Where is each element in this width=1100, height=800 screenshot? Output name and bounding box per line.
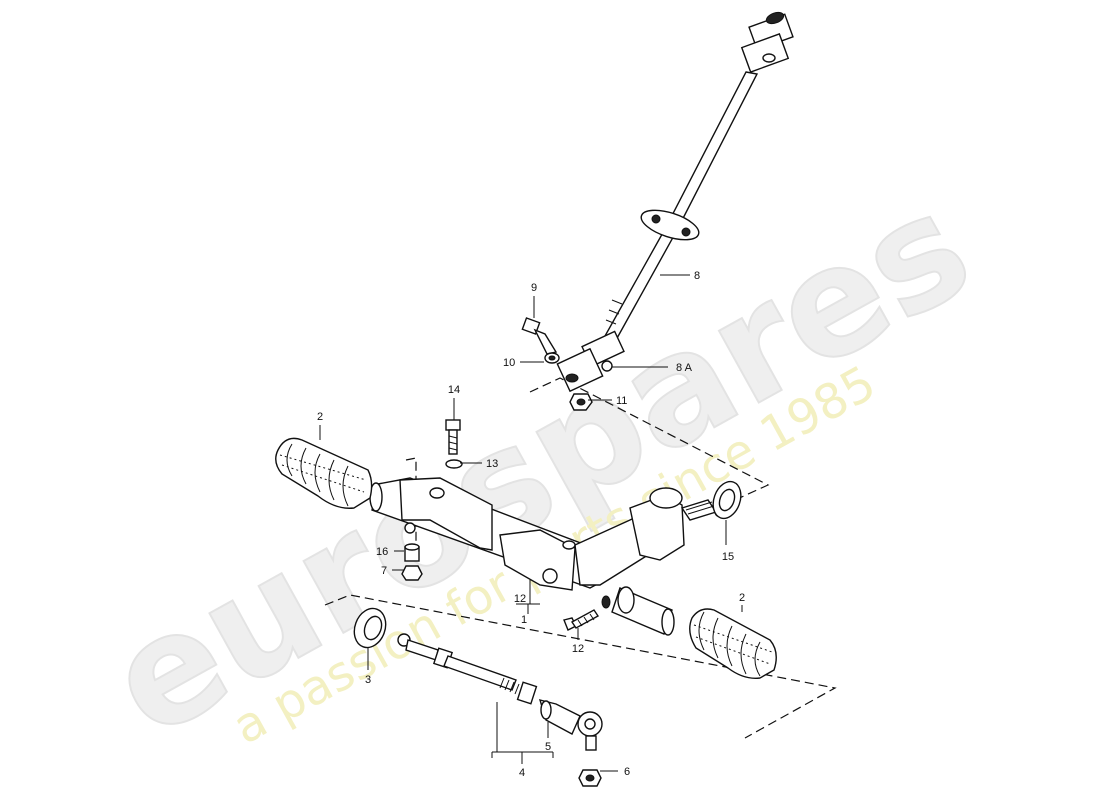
tie-rod: [397, 633, 603, 787]
callout-6: 6: [624, 766, 630, 778]
watermark: eurospares a passion for parts since 198…: [82, 158, 998, 772]
callout-16: 16: [376, 546, 388, 558]
bolt-12: [563, 609, 600, 631]
seal-3: [353, 607, 387, 649]
callout-2-left: 2: [317, 411, 323, 423]
leader-lines: [319, 274, 743, 772]
steering-rack: [369, 477, 723, 636]
callout-11: 11: [616, 395, 627, 407]
callout-8a: 8 A: [676, 362, 693, 374]
callout-7: 7: [381, 565, 387, 577]
callout-8: 8: [694, 270, 700, 282]
callout-3: 3: [365, 674, 371, 686]
steering-column: [556, 11, 794, 393]
callout-1: 1: [521, 614, 527, 626]
callout-13: 13: [486, 458, 498, 470]
callout-2-right: 2: [739, 592, 745, 604]
callout-12-lower: 12: [572, 643, 584, 655]
seal-15: [712, 480, 742, 520]
bellows-left: [275, 437, 373, 509]
callout-4: 4: [519, 767, 525, 779]
callout-14: 14: [448, 384, 460, 396]
watermark-brand: eurospares: [83, 159, 997, 771]
column-fasteners: [521, 317, 593, 411]
callout-15: 15: [722, 551, 734, 563]
callout-5: 5: [545, 741, 551, 753]
callout-9: 9: [531, 282, 537, 294]
bellows-right: [689, 608, 777, 679]
callout-10: 10: [503, 357, 515, 369]
rack-mount-fasteners: [401, 419, 463, 581]
callouts: 9 8 10 8 A 11 14 2 13 16 7 12 1 15 2 12 …: [317, 270, 745, 779]
callout-12-upper: 12: [514, 593, 526, 605]
